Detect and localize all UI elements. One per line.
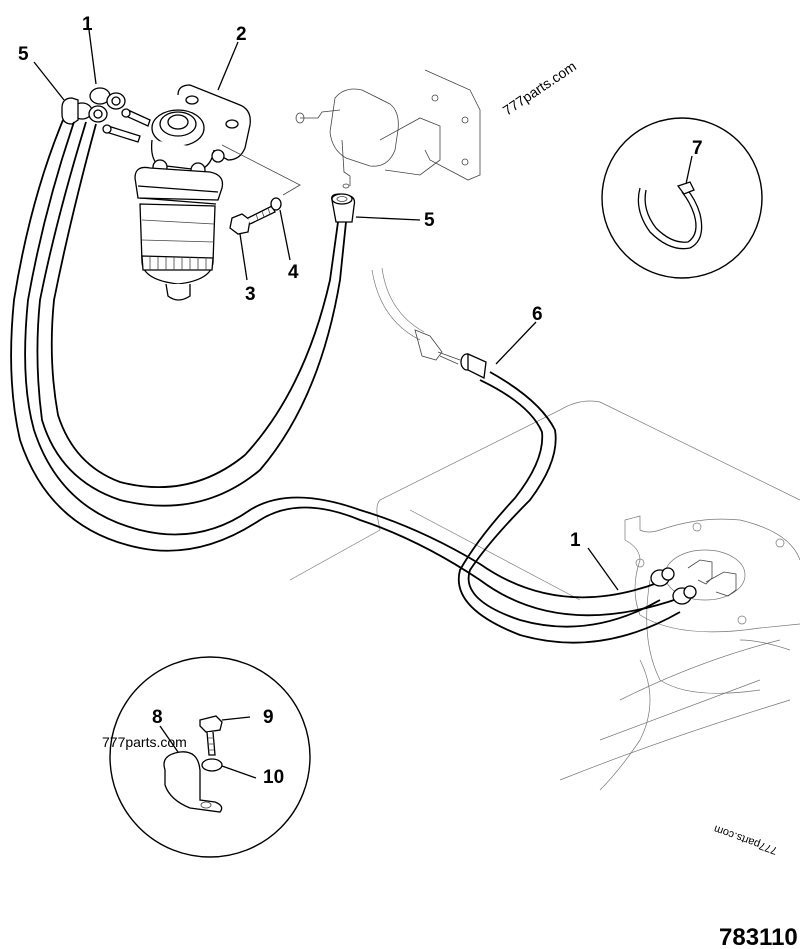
callout-10[interactable]: 10 [263, 767, 284, 788]
fuel-filter-assembly[interactable] [102, 84, 251, 301]
callout-1-filter[interactable]: 1 [82, 14, 93, 35]
bolt[interactable] [229, 205, 276, 235]
callout-4[interactable]: 4 [288, 262, 299, 283]
callout-6[interactable]: 6 [532, 304, 543, 325]
figure-number: 783110 [719, 924, 798, 949]
filter-hose-connectors[interactable] [61, 87, 126, 125]
washer[interactable] [270, 197, 282, 211]
pump-connector[interactable] [331, 193, 356, 223]
callout-8[interactable]: 8 [152, 707, 163, 728]
callout-5-elbow[interactable]: 5 [18, 44, 29, 65]
callout-3[interactable]: 3 [245, 284, 256, 305]
lift-pump [295, 69, 481, 189]
detail-p-clip [109, 656, 311, 858]
callouts: 1 2 5 5 3 4 6 7 1 8 9 10 [18, 14, 703, 788]
callout-7[interactable]: 7 [692, 138, 703, 159]
callout-1-tank[interactable]: 1 [570, 530, 581, 551]
watermark-top: 777parts.com [500, 58, 579, 119]
hose-6-fitting[interactable] [414, 329, 487, 379]
callout-2[interactable]: 2 [236, 24, 247, 45]
watermark-rotated: 777parts.com [712, 822, 779, 856]
assembly-guide-line [221, 144, 301, 196]
fuel-tank-outline [289, 267, 800, 791]
callout-9[interactable]: 9 [263, 707, 274, 728]
leader-lines [33, 29, 693, 779]
callout-5-pump[interactable]: 5 [424, 210, 435, 231]
detail-cable-tie [601, 117, 763, 279]
hose-assembly[interactable] [10, 119, 681, 644]
watermark-clip: 777parts.com [102, 734, 187, 750]
tank-connectors[interactable] [650, 559, 737, 605]
